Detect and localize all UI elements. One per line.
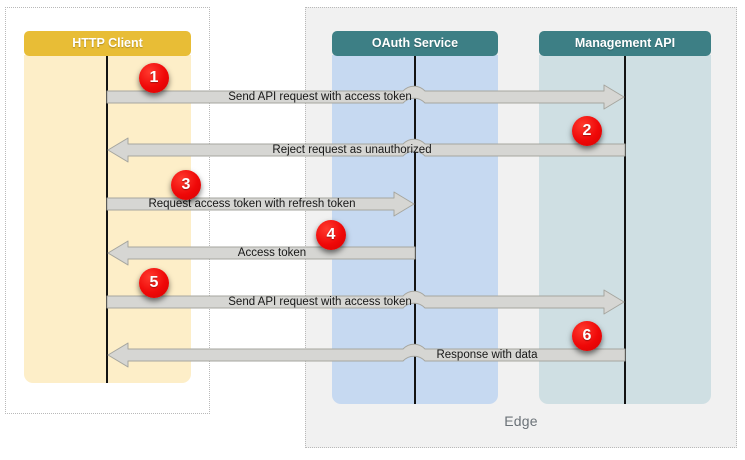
message-5-label: Send API request with access token — [228, 296, 412, 308]
message-2: Reject request as unauthorized — [107, 135, 626, 165]
step-badge-4: 4 — [316, 220, 346, 250]
step-badge-5: 5 — [139, 268, 169, 298]
participant-oauth-service-header: OAuth Service — [332, 31, 498, 56]
message-6-label: Response with data — [436, 349, 538, 361]
message-6: Response with data — [107, 340, 626, 370]
message-1: Send API request with access token — [106, 82, 625, 112]
message-5: Send API request with access token — [106, 287, 625, 317]
message-4-label: Access token — [237, 247, 307, 259]
step-badge-3: 3 — [171, 170, 201, 200]
step-badge-2: 2 — [572, 116, 602, 146]
participant-http-client-header: HTTP Client — [24, 31, 191, 56]
lifeline-management-api — [624, 55, 626, 404]
message-3: Request access token with refresh token — [106, 189, 415, 219]
message-4: Access token — [107, 238, 416, 268]
region-edge-label: Edge — [504, 413, 538, 429]
participant-management-api-header: Management API — [539, 31, 711, 56]
step-badge-1: 1 — [139, 63, 169, 93]
lifeline-oauth-service — [414, 55, 416, 404]
lifeline-http-client — [106, 55, 108, 383]
message-3-label: Request access token with refresh token — [148, 198, 356, 210]
step-badge-6: 6 — [572, 321, 602, 351]
message-2-label: Reject request as unauthorized — [272, 144, 432, 156]
message-1-label: Send API request with access token — [228, 91, 412, 103]
